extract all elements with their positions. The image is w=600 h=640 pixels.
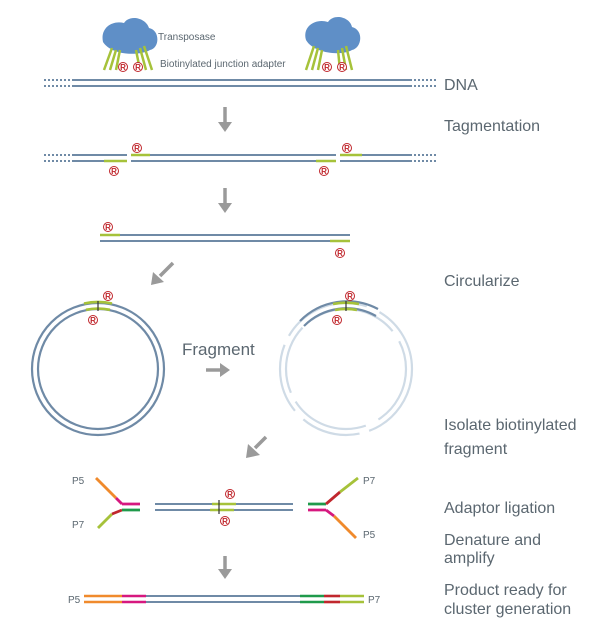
biotin-mark: R <box>324 63 330 72</box>
product-label-line2: cluster generation <box>444 601 571 618</box>
biotin-mark: R <box>120 63 126 72</box>
transposase-label: Transposase <box>158 32 216 43</box>
fragment-label: Fragment <box>182 340 255 359</box>
biotin-mark: R <box>344 144 350 153</box>
biotin-mark: R <box>111 167 117 176</box>
arrow-diagonal-icon <box>246 435 268 458</box>
dna-label: DNA <box>444 77 478 94</box>
biotin-mark: R <box>347 292 353 301</box>
arrow-down-icon <box>218 556 232 579</box>
biotin-marks-insert: R R <box>220 489 235 526</box>
arrow-down-icon <box>218 107 232 132</box>
biotin-marks-step1: R R R R <box>118 62 347 72</box>
insert-fragment <box>155 500 293 514</box>
isolate-label-line1: Isolate biotinylated <box>444 417 577 434</box>
biotin-marks-fragment: R R <box>332 291 355 325</box>
denature-label-line2: amplify <box>444 550 495 567</box>
adapter-y-right <box>308 476 359 539</box>
biotin-mark: R <box>321 167 327 176</box>
product-label-line1: Product ready for <box>444 582 567 599</box>
circular-dna <box>30 300 166 437</box>
p5-label: P5 <box>68 595 81 606</box>
biotin-mark: R <box>222 517 228 526</box>
biotin-mark: R <box>105 223 111 232</box>
final-product <box>84 594 364 604</box>
arrow-diagonal-icon <box>151 261 175 285</box>
biotin-mark: R <box>334 316 340 325</box>
dna-strand-step2 <box>44 153 436 163</box>
fragmented-circle <box>278 300 414 437</box>
biotin-marks-step3: R R <box>103 222 345 258</box>
transposase-right <box>304 16 361 71</box>
biotin-mark: R <box>90 316 96 325</box>
circularize-label: Circularize <box>444 273 520 290</box>
p7-label: P7 <box>363 476 376 487</box>
transposase-left <box>102 17 158 71</box>
biotin-mark: R <box>337 249 343 258</box>
p7-label: P7 <box>72 520 85 531</box>
dna-strand-step1 <box>44 79 436 87</box>
adapter-y-left <box>95 477 140 529</box>
adaptor-ligation-label: Adaptor ligation <box>444 500 555 517</box>
biotin-marks-circle: R R <box>88 291 113 325</box>
arrow-right-icon <box>206 363 230 377</box>
biotin-mark: R <box>227 490 233 499</box>
denature-label-line1: Denature and <box>444 532 541 549</box>
biotin-marks-step2: R R R R <box>109 143 352 176</box>
biotin-mark: R <box>105 292 111 301</box>
adapter-label: Biotinylated junction adapter <box>160 59 286 70</box>
tagmentation-label: Tagmentation <box>444 118 540 135</box>
biotin-mark: R <box>135 63 141 72</box>
biotin-mark: R <box>339 63 345 72</box>
isolate-label-line2: fragment <box>444 441 508 458</box>
p7-label: P7 <box>368 595 381 606</box>
linear-fragment <box>100 233 350 243</box>
p5-label: P5 <box>72 476 85 487</box>
arrow-down-icon <box>218 188 232 213</box>
p5-label: P5 <box>363 530 376 541</box>
biotin-mark: R <box>134 144 140 153</box>
